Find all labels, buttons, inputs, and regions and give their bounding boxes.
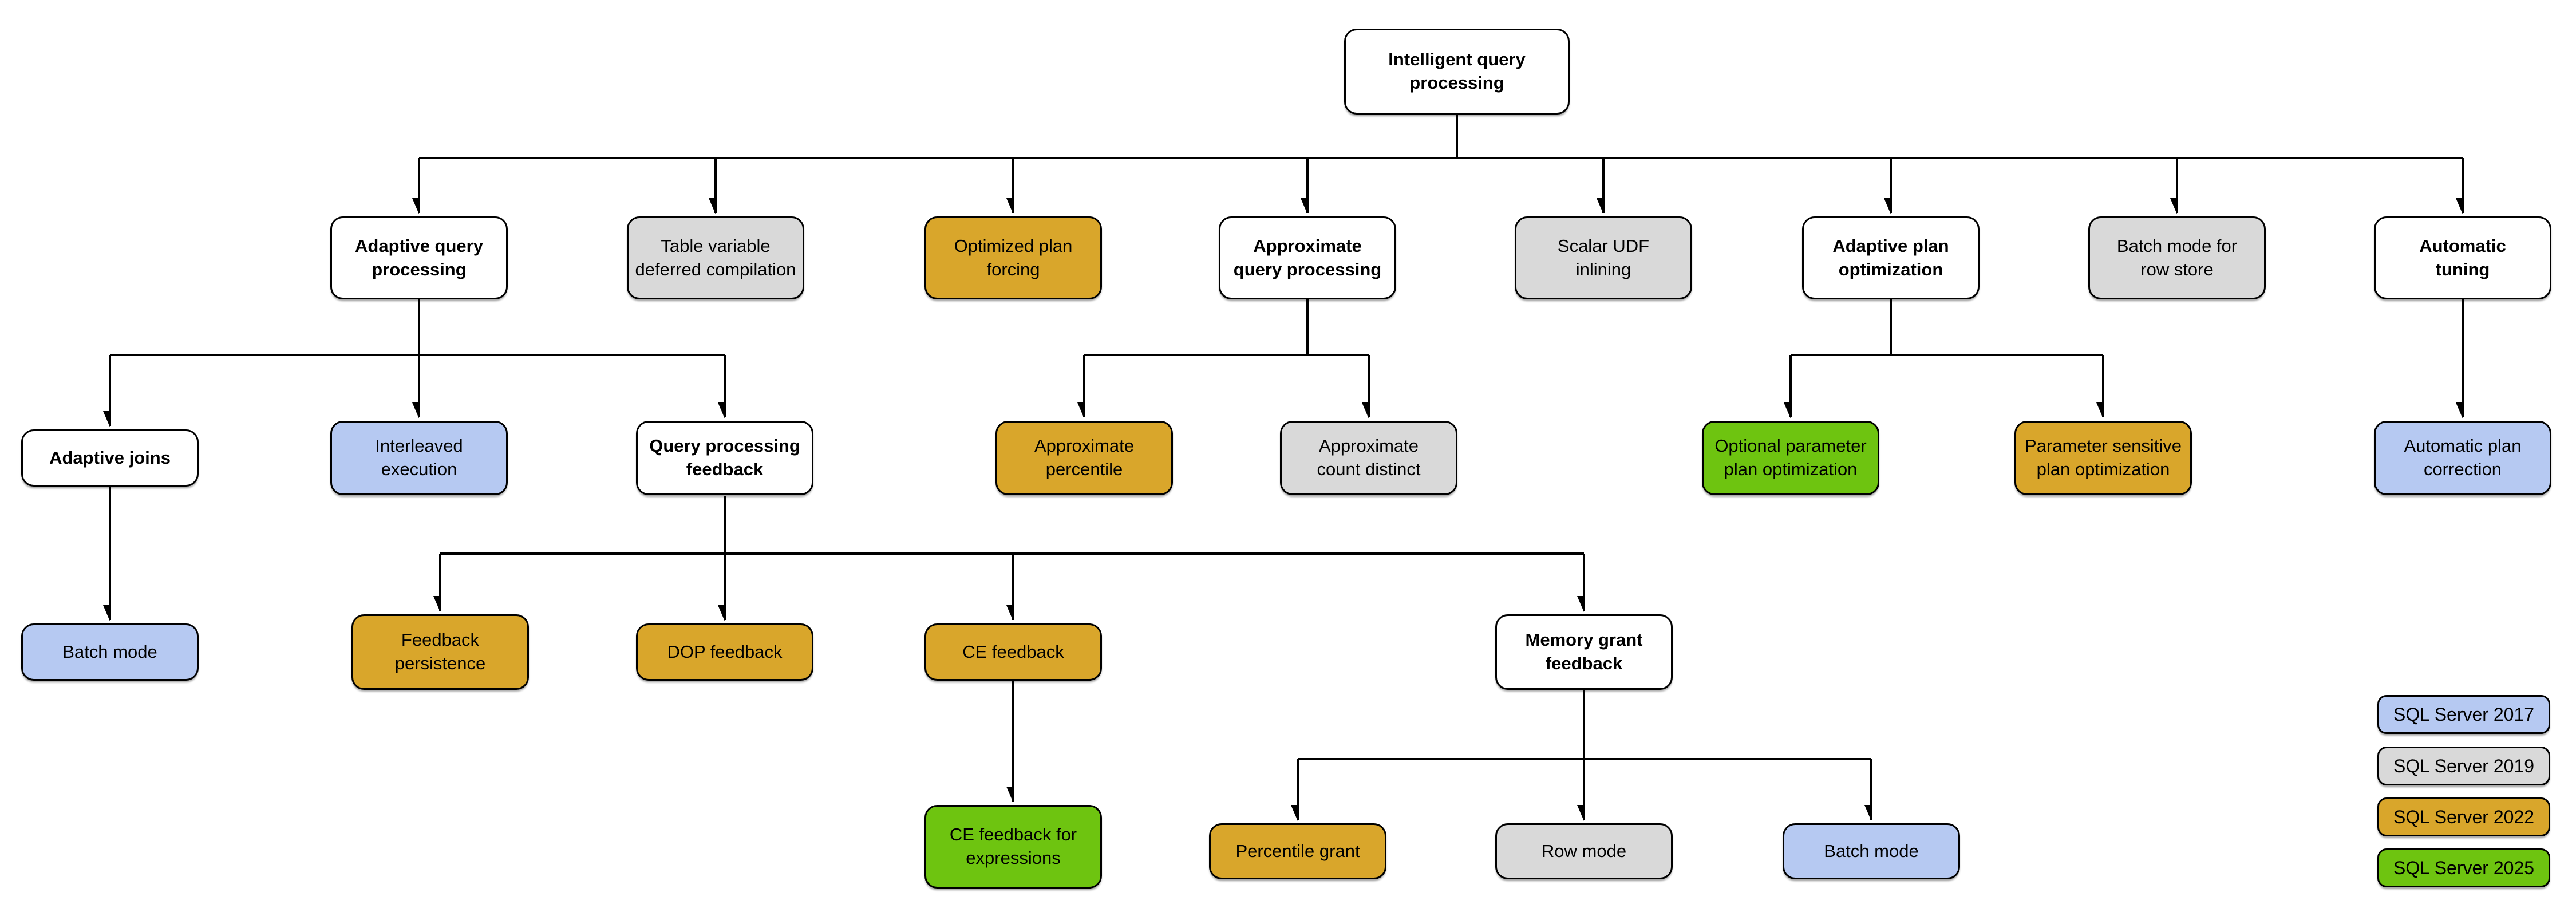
node-label: Batch mode (1824, 840, 1919, 861)
node-approximate-query-processing: Approximate query processing (1219, 216, 1396, 299)
legend-sql-server-2025: SQL Server 2025 (2377, 848, 2550, 887)
node-label: Memory grant feedback (1525, 630, 1643, 673)
node-label: Optimized plan forcing (954, 235, 1073, 279)
node-label: Percentile grant (1235, 840, 1360, 861)
node-label: Query processing feedback (649, 436, 800, 479)
node-approximate-count-distinct: Approximate count distinct (1280, 421, 1457, 495)
node-intelligent-query-processing: Intelligent query processing (1344, 29, 1570, 114)
node-label: Batch mode for row store (2116, 235, 2238, 279)
node-dop-feedback: DOP feedback (636, 623, 813, 681)
node-label: Batch mode (62, 641, 157, 662)
node-label: Optional parameter plan optimization (1714, 436, 1867, 479)
node-label: Intelligent query processing (1388, 49, 1526, 93)
node-adaptive-joins: Adaptive joins (21, 429, 199, 487)
node-percentile-grant: Percentile grant (1209, 823, 1386, 879)
node-feedback-persistence: Feedback persistence (351, 614, 529, 690)
node-optimized-plan-forcing: Optimized plan forcing (924, 216, 1102, 299)
node-label: Automatic plan correction (2404, 436, 2522, 479)
node-automatic-tuning: Automatic tuning (2374, 216, 2551, 299)
node-label: Approximate percentile (1034, 436, 1135, 479)
node-label: DOP feedback (667, 641, 783, 662)
legend-label: SQL Server 2025 (2393, 857, 2535, 878)
node-batch-mode-memory-grant: Batch mode (1783, 823, 1960, 879)
node-ce-feedback-for-expressions: CE feedback for expressions (924, 805, 1102, 889)
node-batch-mode-for-row-store: Batch mode for row store (2088, 216, 2266, 299)
node-label: Table variable deferred compilation (635, 235, 796, 279)
legend-label: SQL Server 2019 (2393, 755, 2535, 776)
node-query-processing-feedback: Query processing feedback (636, 421, 813, 495)
node-label: Interleaved execution (375, 436, 463, 479)
node-label: Row mode (1541, 840, 1627, 861)
node-label: CE feedback for expressions (949, 824, 1077, 868)
node-label: Parameter sensitive plan optimization (2025, 436, 2182, 479)
node-interleaved-execution: Interleaved execution (330, 421, 508, 495)
node-label: CE feedback (962, 641, 1064, 662)
node-label: Automatic tuning (2419, 235, 2506, 279)
legend-label: SQL Server 2017 (2393, 704, 2535, 725)
legend-sql-server-2017: SQL Server 2017 (2377, 695, 2550, 734)
node-label: Scalar UDF inlining (1557, 235, 1650, 279)
node-adaptive-query-processing: Adaptive query processing (330, 216, 508, 299)
node-adaptive-plan-optimization: Adaptive plan optimization (1802, 216, 1980, 299)
node-parameter-sensitive-plan-optimization: Parameter sensitive plan optimization (2014, 421, 2192, 495)
node-label: Feedback persistence (394, 630, 486, 673)
node-approximate-percentile: Approximate percentile (995, 421, 1173, 495)
node-label: Adaptive query processing (355, 235, 483, 279)
node-optional-parameter-plan-optimization: Optional parameter plan optimization (1702, 421, 1879, 495)
node-row-mode: Row mode (1495, 823, 1673, 879)
node-batch-mode-adaptive-joins: Batch mode (21, 623, 199, 681)
node-label: Approximate count distinct (1317, 436, 1421, 479)
node-label: Adaptive plan optimization (1832, 235, 1949, 279)
node-automatic-plan-correction: Automatic plan correction (2374, 421, 2551, 495)
legend-sql-server-2022: SQL Server 2022 (2377, 797, 2550, 836)
node-ce-feedback: CE feedback (924, 623, 1102, 681)
node-label: Adaptive joins (49, 447, 171, 468)
node-memory-grant-feedback: Memory grant feedback (1495, 614, 1673, 690)
legend-label: SQL Server 2022 (2393, 806, 2535, 827)
node-table-variable-deferred-compilation: Table variable deferred compilation (627, 216, 804, 299)
node-scalar-udf-inlining: Scalar UDF inlining (1515, 216, 1692, 299)
legend-sql-server-2019: SQL Server 2019 (2377, 747, 2550, 785)
node-label: Approximate query processing (1233, 235, 1382, 279)
